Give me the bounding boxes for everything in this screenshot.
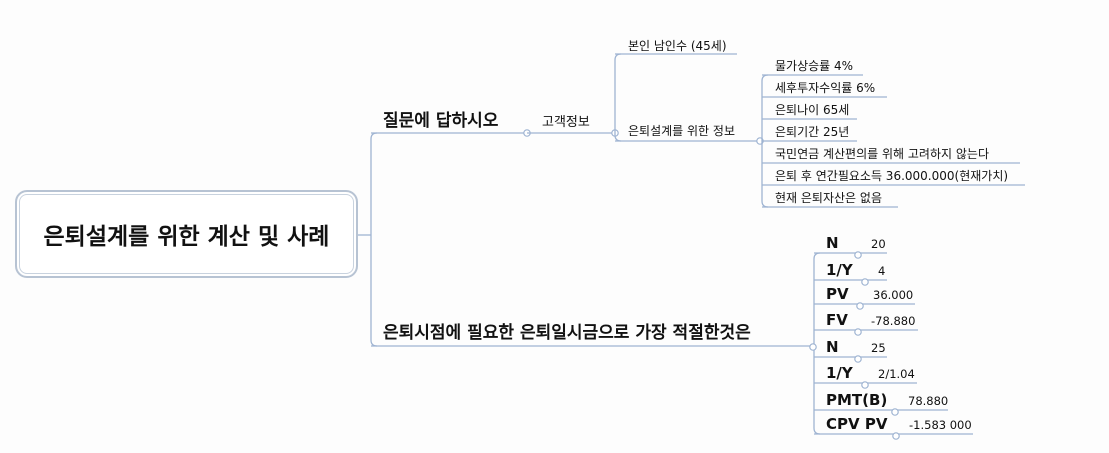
root-spine [370, 132, 378, 347]
calc-value[interactable]: 25 [871, 341, 886, 355]
calc-label[interactable]: CPV PV [826, 415, 888, 433]
branch-questions[interactable]: 질문에 답하시오 [383, 111, 499, 131]
calc-value[interactable]: -78.880 [871, 314, 916, 328]
topic-client[interactable]: 본인 남인수 (45세) [628, 39, 727, 53]
collapse-toggle[interactable] [809, 343, 817, 351]
topic-retirement-info[interactable]: 은퇴설계를 위한 정보 [628, 124, 735, 138]
customer-info-spine [614, 53, 622, 142]
collapse-toggle[interactable] [854, 355, 862, 363]
collapse-toggle[interactable] [856, 302, 864, 310]
calc-label[interactable]: 1/Y [826, 261, 853, 279]
calc-value[interactable]: 78.880 [908, 394, 949, 408]
info-item[interactable]: 물가상승률 4% [775, 59, 854, 73]
collapse-toggle[interactable] [891, 408, 899, 416]
collapse-toggle[interactable] [854, 251, 862, 259]
info-item[interactable]: 은퇴나이 65세 [775, 103, 850, 117]
root-topic[interactable]: 은퇴설계를 위한 계산 및 사례 [15, 190, 358, 278]
calc-label[interactable]: N [826, 338, 839, 356]
calc-value[interactable]: 36.000 [873, 288, 914, 302]
info-item[interactable]: 국민연금 계산편의를 위해 고려하지 않는다 [775, 147, 989, 161]
collapse-toggle[interactable] [892, 432, 900, 440]
info-item[interactable]: 현재 은퇴자산은 없음 [775, 191, 882, 205]
calc-value[interactable]: 4 [878, 264, 886, 278]
calc-label[interactable]: 1/Y [826, 364, 853, 382]
calc-label[interactable]: PV [826, 285, 849, 303]
branch-lump-sum-question[interactable]: 은퇴시점에 필요한 은퇴일시금으로 가장 적절한것은 [383, 323, 751, 343]
collapse-toggle[interactable] [854, 328, 862, 336]
info-item[interactable]: 은퇴기간 25년 [775, 125, 850, 139]
collapse-toggle[interactable] [861, 381, 869, 389]
info-item[interactable]: 은퇴 후 연간필요소득 36.000.000(현재가치) [775, 169, 1009, 183]
topic-customer-info[interactable]: 고객정보 [542, 115, 590, 130]
calc-label[interactable]: N [826, 234, 839, 252]
calc-label[interactable]: FV [826, 311, 848, 329]
info-item[interactable]: 세후투자수익률 6% [775, 81, 876, 95]
collapse-toggle[interactable] [861, 278, 869, 286]
calc-value[interactable]: 2/1.04 [878, 367, 915, 381]
calc-label[interactable]: PMT(B) [826, 391, 888, 409]
calc-value[interactable]: -1.583 000 [909, 418, 972, 432]
calc-value[interactable]: 20 [871, 237, 886, 251]
root-topic-label: 은퇴설계를 위한 계산 및 사례 [43, 224, 330, 250]
